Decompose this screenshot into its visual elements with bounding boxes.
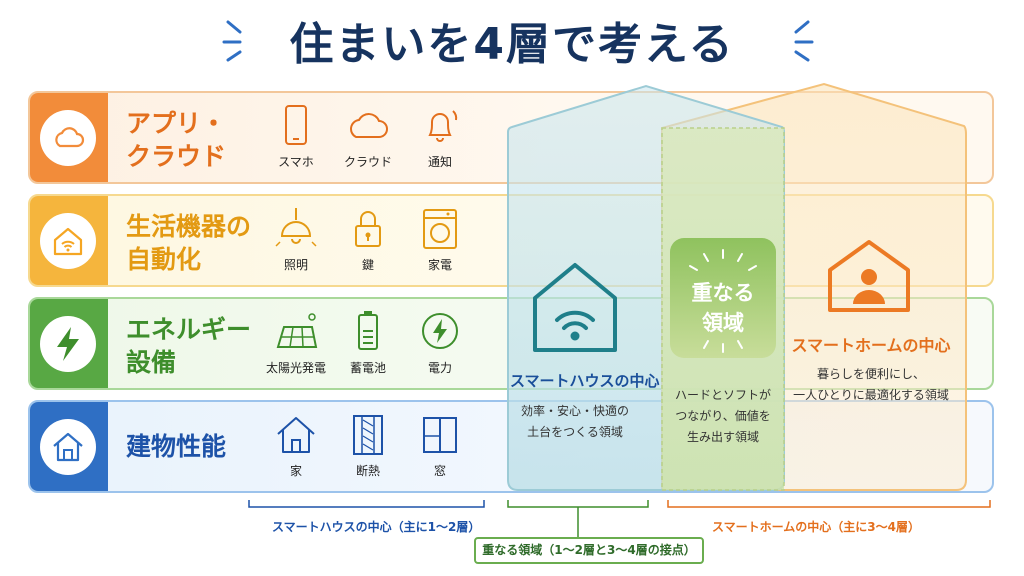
cloud-icon (350, 113, 388, 138)
overlap-highlight-box (670, 238, 776, 358)
item-label: 蓄電池 (349, 361, 386, 375)
cloud-icon (40, 110, 96, 166)
bell-icon (428, 110, 458, 142)
item-lighting: 照明 (270, 206, 322, 273)
insulation-icon (353, 415, 383, 455)
layer-name-line2: クラウド (126, 142, 227, 171)
layer-name-line1: エネルギー (126, 315, 252, 344)
layer-name-line1: 生活機器の (126, 212, 252, 241)
smart-home-text: スマートホームの中心 暮らしを便利にし、 一人ひとりに最適化する領域 (788, 332, 954, 406)
item-label: クラウド (343, 155, 392, 169)
item-appliance: 家電 (414, 206, 466, 273)
item-smartphone: スマホ (270, 103, 322, 170)
smart-home-title: スマートホームの中心 (791, 336, 951, 355)
overlap-brace (507, 500, 649, 537)
page-title: 住まいを4層で考える (289, 19, 735, 70)
overlap-desc-line2: つながり、価値を (675, 409, 771, 423)
window-icon (423, 417, 457, 453)
item-power: 電力 (414, 309, 466, 376)
overlap-title-line2: 領域 (702, 311, 744, 335)
lock-icon (355, 211, 381, 247)
item-cloud: クラウド (342, 103, 394, 170)
smart-home-desc: 暮らしを便利にし、 一人ひとりに最適化する領域 (788, 364, 954, 406)
layer-band (30, 402, 108, 491)
overlap-desc-line3: 生み出す領域 (686, 430, 759, 444)
overlap-desc-line1: ハードとソフトが (674, 388, 771, 402)
layer-name-line2: 自動化 (126, 245, 202, 274)
layer-name: エネルギー 設備 (126, 313, 276, 379)
item-lock: 鍵 (342, 206, 394, 273)
wifi-house-icon (533, 263, 617, 352)
lightning-icon (40, 316, 96, 372)
smart-home-icon (40, 213, 96, 269)
layer-band (30, 93, 108, 182)
smartphone-icon (285, 105, 307, 145)
layer-name: アプリ・ クラウド (126, 107, 276, 173)
solar-panel-icon (276, 313, 318, 348)
right-sparkle-icon (794, 20, 814, 62)
lamp-icon (275, 208, 317, 247)
item-label: 家 (289, 464, 302, 478)
layer-name-line2: 設備 (126, 348, 177, 377)
smart-house-brace (248, 500, 485, 508)
item-window: 窓 (414, 412, 466, 479)
item-solar: 太陽光発電 (266, 309, 326, 376)
house-icon (40, 419, 96, 475)
overlap-rays-icon (689, 249, 757, 353)
smart-home-brace (667, 500, 991, 508)
washing-machine-icon (423, 209, 457, 249)
item-label: 鍵 (361, 258, 374, 272)
overlap-desc: ハードとソフトが つながり、価値を 生み出す領域 (664, 385, 782, 448)
item-label: 断熱 (355, 464, 380, 478)
item-insulation: 断熱 (342, 412, 394, 479)
smart-home-range-label: スマートホームの中心（主に3〜4層） (712, 520, 920, 534)
item-label: 窓 (433, 464, 446, 478)
item-battery: 蓄電池 (342, 309, 394, 376)
layer-name: 生活機器の 自動化 (126, 210, 276, 276)
item-label: 通知 (427, 155, 452, 169)
person-house-icon (828, 240, 910, 312)
smart-home-desc-line1: 暮らしを便利にし、 (816, 367, 925, 381)
house-icon (277, 417, 315, 453)
item-label: 太陽光発電 (266, 361, 327, 375)
layer-name-line1: アプリ・ (126, 109, 227, 138)
power-icon (422, 313, 458, 349)
smart-house-range-label: スマートハウスの中心（主に1〜2層） (272, 520, 481, 534)
smart-house-title: スマートハウスの中心 (510, 372, 660, 390)
layer-band (30, 196, 108, 285)
layer-name-line1: 建物性能 (126, 432, 227, 461)
layer-band (30, 299, 108, 388)
layer-name: 建物性能 (126, 430, 276, 463)
item-label: 電力 (427, 361, 452, 375)
item-label: 照明 (283, 258, 308, 272)
battery-icon (358, 311, 378, 350)
item-label: スマホ (278, 155, 314, 169)
overlap-title-line1: 重なる (691, 281, 755, 305)
item-house: 家 (270, 412, 322, 479)
smart-house-desc: 効率・安心・快適の 土台をつくる領域 (510, 401, 640, 443)
left-sparkle-icon (222, 20, 242, 62)
overlap-range-label: 重なる領域（1〜2層と3〜4層の接点） (474, 537, 704, 564)
smart-house-text: スマートハウスの中心 効率・安心・快適の 土台をつくる領域 (510, 370, 660, 443)
smart-house-desc-line2: 土台をつくる領域 (527, 425, 623, 439)
smart-home-desc-line2: 一人ひとりに最適化する領域 (793, 388, 949, 402)
item-label: 家電 (427, 258, 452, 272)
item-notification: 通知 (414, 103, 466, 170)
overlap-text: 重なる 領域 (670, 278, 776, 338)
smart-house-desc-line1: 効率・安心・快適の (520, 404, 629, 418)
